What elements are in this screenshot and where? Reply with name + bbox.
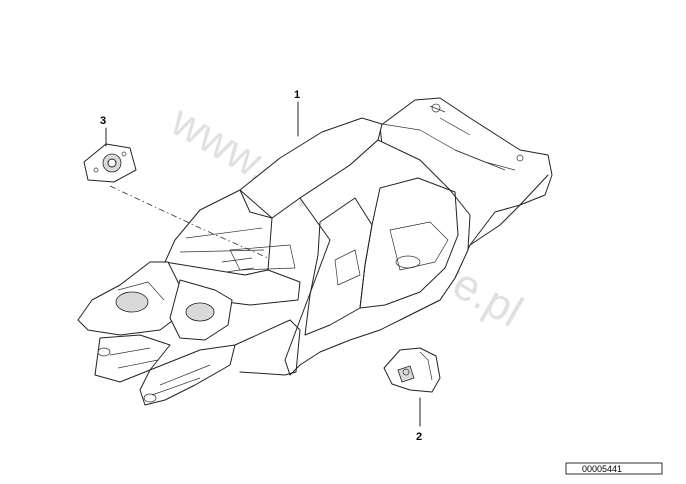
callout-1: 1: [294, 89, 300, 101]
reference-number: 00005441: [582, 464, 622, 474]
bracket-part: [383, 347, 441, 393]
body-shell: [77, 97, 553, 406]
callout-3: 3: [100, 115, 106, 127]
reference-number-box: 00005441: [565, 462, 663, 475]
plate-part: [83, 143, 137, 183]
callout-2: 2: [416, 431, 422, 443]
assembly-dash-line: [109, 185, 269, 259]
